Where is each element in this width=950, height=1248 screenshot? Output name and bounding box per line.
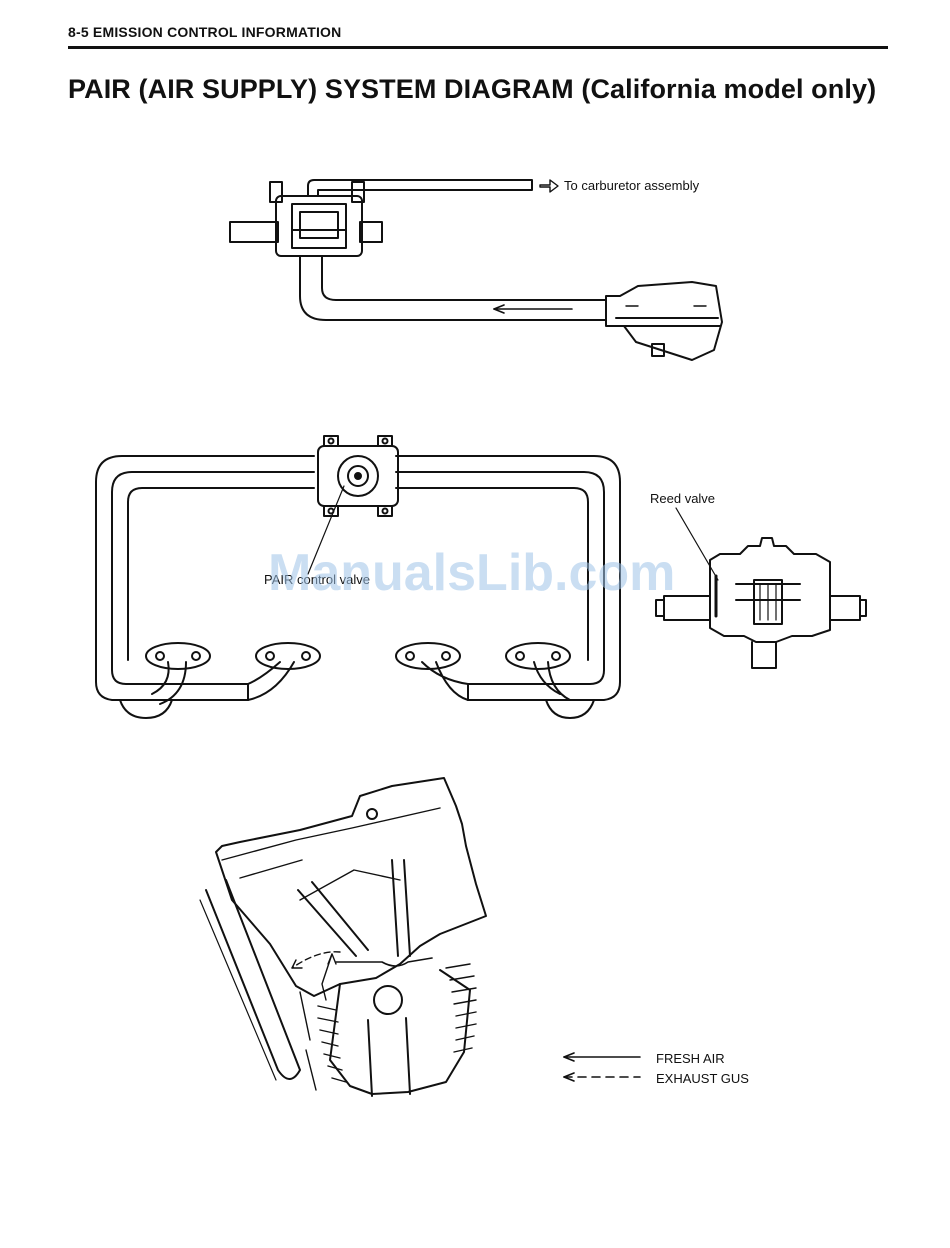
exhaust-valve — [298, 882, 368, 956]
callout-arrow-icon — [540, 180, 558, 192]
exhaust-flange-1 — [146, 643, 210, 704]
engine-head — [216, 778, 486, 996]
reed-right-port — [830, 596, 860, 620]
reed-valve-body — [710, 538, 830, 642]
reed-bottom-port — [752, 642, 776, 668]
exhaust-flange-4 — [506, 643, 570, 700]
intake-valve — [392, 860, 410, 956]
reed-valve-figure — [656, 508, 866, 668]
legend-exhaust-gas: EXHAUST GUS — [656, 1071, 749, 1086]
exhaust-flange-3 — [396, 643, 468, 700]
watermark: ManualsLib.com — [268, 544, 675, 602]
label-reed-valve: Reed valve — [650, 491, 715, 506]
right-stub — [360, 222, 382, 242]
engine-cylinder — [330, 970, 470, 1094]
bottom-figure — [200, 778, 486, 1096]
exhaust-flange-2 — [248, 643, 320, 700]
legend — [564, 1053, 640, 1081]
pipe-upper — [322, 256, 606, 300]
air-supply-pipe — [206, 880, 300, 1079]
legend-fresh-air: FRESH AIR — [656, 1051, 725, 1066]
carburetor-hose — [308, 180, 532, 196]
pipe-lower — [300, 256, 606, 320]
left-stub — [230, 222, 278, 242]
top-figure — [230, 180, 722, 360]
label-carburetor: To carburetor assembly — [564, 178, 700, 193]
